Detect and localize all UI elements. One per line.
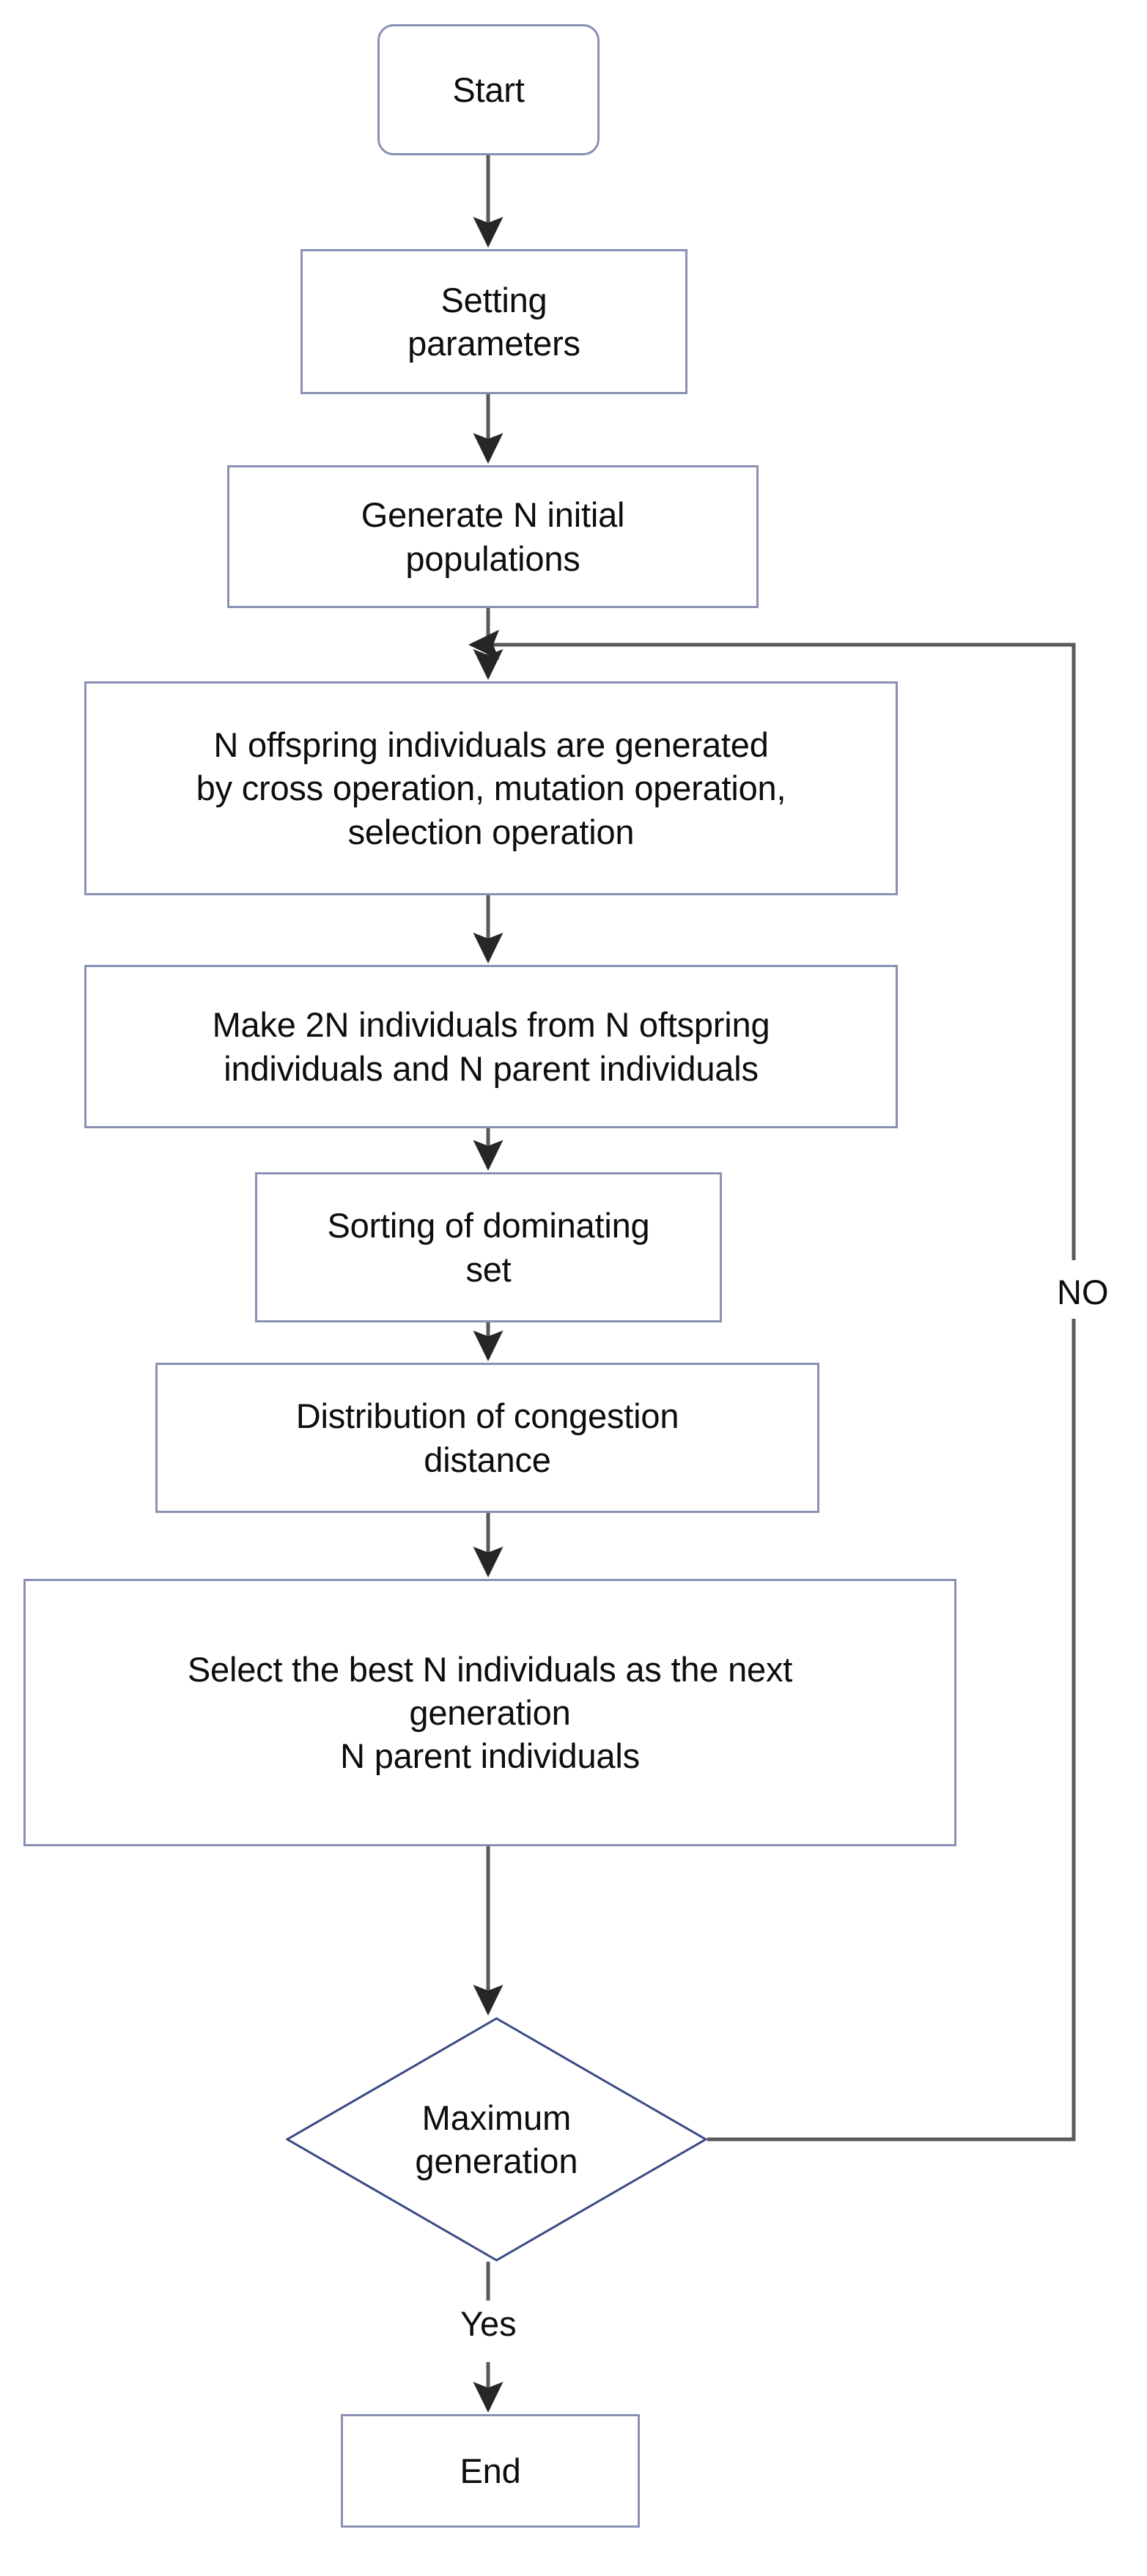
node-end[interactable]: End [341,2414,640,2528]
edge-label-no: NO [1051,1273,1115,1311]
node-start[interactable]: Start [377,24,600,155]
node-congestion-distance[interactable]: Distribution of congestion distance [155,1363,819,1513]
node-maximum-generation[interactable]: Maximum generation [286,2017,707,2262]
edge-label-yes: Yes [454,2305,523,2342]
node-maximum-generation-label: Maximum generation [415,2098,578,2180]
node-select-best-n[interactable]: Select the best N individuals as the nex… [23,1579,956,1846]
node-make-2n[interactable]: Make 2N individuals from N oftspring ind… [84,965,898,1128]
node-generate-populations-label: Generate N initial populations [361,495,625,578]
node-start-label: Start [452,70,525,109]
node-sorting-dominating-set-label: Sorting of dominating set [327,1206,650,1289]
node-setting-parameters-label: Setting parameters [407,280,580,363]
node-generate-populations[interactable]: Generate N initial populations [227,465,759,608]
node-select-best-n-label: Select the best N individuals as the nex… [187,1649,793,1776]
node-generate-offspring[interactable]: N offspring individuals are generated by… [84,681,898,895]
node-sorting-dominating-set[interactable]: Sorting of dominating set [255,1172,722,1322]
node-generate-offspring-label: N offspring individuals are generated by… [196,725,786,851]
node-end-label: End [460,2451,521,2490]
diamond-shape [286,2017,707,2262]
node-congestion-distance-label: Distribution of congestion distance [295,1396,679,1479]
node-setting-parameters[interactable]: Setting parameters [300,249,687,394]
node-make-2n-label: Make 2N individuals from N oftspring ind… [212,1005,770,1088]
